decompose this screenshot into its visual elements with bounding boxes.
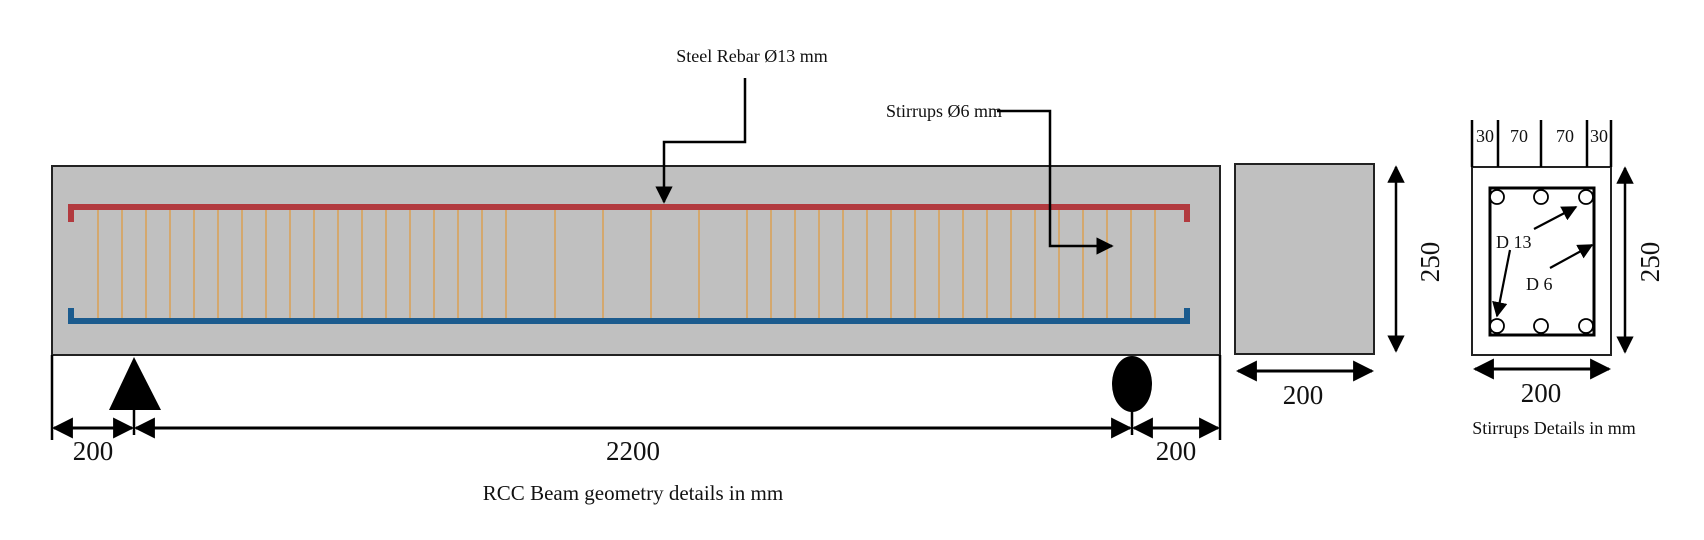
section-concrete: [1234, 163, 1375, 355]
detail-height-label: 250: [1635, 242, 1665, 283]
detail-top-ticks: [1470, 120, 1613, 167]
rebar-circle: [1489, 189, 1505, 205]
detail-caption: Stirrups Details in mm: [1472, 418, 1636, 438]
rebar-label: Steel Rebar Ø13 mm: [676, 46, 827, 66]
detail-stirrup: [1488, 186, 1596, 337]
dim-span-label: 2200: [606, 436, 660, 466]
stirrup-detail: 30 70 70 30 D 13 D 6 250 200 Stirrups De…: [1470, 120, 1665, 438]
rebar-circle: [1578, 189, 1594, 205]
section-width-label: 200: [1283, 380, 1324, 410]
rebar-circle: [1578, 318, 1594, 334]
detail-rebars: [1489, 189, 1594, 334]
stirrup-leader: [997, 109, 1114, 255]
detail-bar-label: D 13: [1496, 232, 1532, 252]
detail-width-label: 200: [1521, 378, 1562, 408]
detail-dim-cover-right: 30: [1590, 126, 1608, 146]
roller-support-icon: [1112, 356, 1152, 412]
section-height-label: 250: [1415, 242, 1445, 283]
dim-right-label: 200: [1156, 436, 1197, 466]
rebar-circle: [1533, 189, 1549, 205]
rebar-leader: [655, 78, 747, 204]
detail-stirrup-label: D 6: [1526, 274, 1553, 294]
dim-left-label: 200: [73, 436, 114, 466]
beam-concrete: [51, 165, 1221, 356]
beam-elevation: 200 2200 200 RCC Beam geometry details i…: [50, 46, 1222, 505]
stirrups-group: [97, 209, 1156, 319]
pin-support-icon: [109, 357, 161, 410]
rebar-circle: [1489, 318, 1505, 334]
bar-pointer-arrow-1: [1533, 206, 1578, 230]
rebar-circle: [1533, 318, 1549, 334]
stirrup-label: Stirrups Ø6 mm: [886, 101, 1002, 121]
bottom-rebar: [68, 308, 1190, 324]
detail-dim-spacing-2: 70: [1556, 126, 1574, 146]
bar-pointer-arrow-2: [1492, 249, 1512, 318]
top-rebar: [68, 204, 1190, 222]
beam-cross-section: 250 200: [1234, 163, 1445, 410]
beam-caption: RCC Beam geometry details in mm: [483, 481, 783, 505]
detail-dim-spacing-1: 70: [1510, 126, 1528, 146]
stirrup-pointer-arrow: [1549, 244, 1594, 269]
detail-dim-cover-left: 30: [1476, 126, 1494, 146]
